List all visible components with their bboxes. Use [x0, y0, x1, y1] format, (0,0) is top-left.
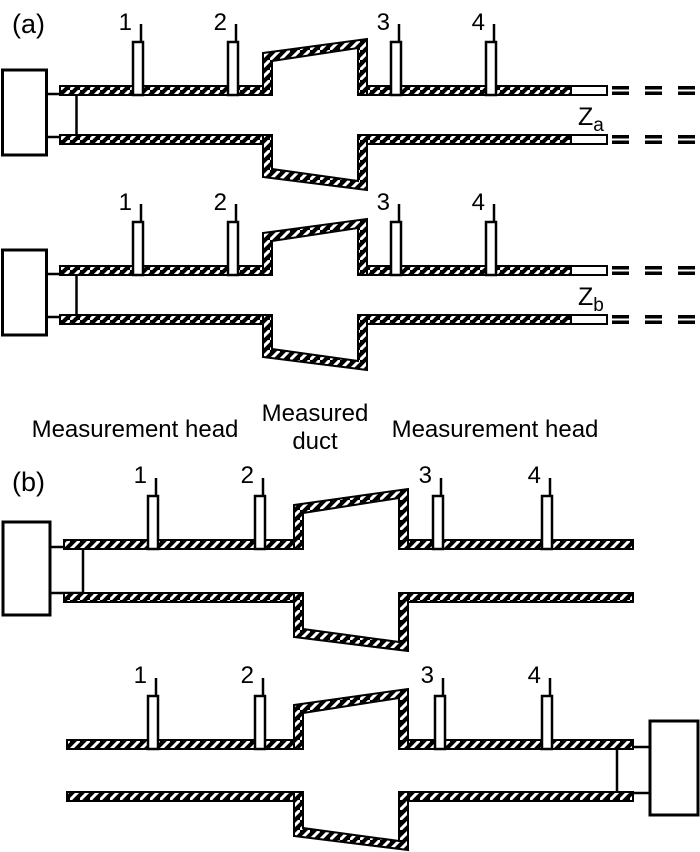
duct-wall-bottom-right [407, 592, 634, 603]
microphone-2 [226, 24, 240, 97]
microphone-1 [131, 204, 145, 277]
duct-wall-bottom-left [59, 314, 264, 325]
duct-wall-bottom-right [366, 314, 572, 325]
head-connector [45, 272, 78, 319]
microphone-1 [146, 678, 160, 751]
measured-duct-wall-bottom [293, 592, 409, 653]
panel-b-setup-2: 1 2 3 4 [66, 662, 700, 852]
mic-label-4: 4 [472, 189, 485, 216]
mic-label-1: 1 [134, 462, 147, 489]
head-connector [615, 745, 652, 795]
panel-a-setup-1: 1 2 3 4 Za [1, 9, 697, 192]
measured-duct-wall-bottom [262, 134, 368, 192]
caption-measured-duct-line1: Measured [262, 400, 369, 427]
microphone-1 [146, 478, 160, 551]
measured-duct-wall-top [293, 487, 409, 550]
mic-label-4: 4 [528, 662, 541, 689]
mic-label-4: 4 [528, 462, 541, 489]
impedance-label-za: Za [578, 103, 604, 136]
caption-measured-duct-line2: duct [292, 428, 338, 455]
microphone-2 [226, 204, 240, 277]
mic-label-2: 2 [241, 462, 254, 489]
microphone-4 [540, 678, 554, 751]
duct-wall-bottom-open-segment [570, 134, 608, 145]
measured-duct-wall-top [262, 37, 368, 96]
microphone-2 [253, 478, 267, 551]
mic-label-1: 1 [119, 9, 132, 36]
mic-label-2: 2 [241, 662, 254, 689]
head-connector [45, 92, 78, 139]
microphone-3 [389, 204, 403, 277]
mic-label-3: 3 [377, 189, 390, 216]
mic-label-4: 4 [472, 9, 485, 36]
mic-label-2: 2 [214, 9, 227, 36]
duct-wall-bottom-right [407, 791, 634, 802]
mic-label-3: 3 [421, 662, 434, 689]
microphone-4 [540, 478, 554, 551]
microphone-3 [389, 24, 403, 97]
measured-duct-wall-top [293, 687, 409, 750]
duct-wall-bottom-left [59, 134, 264, 145]
duct-wall-top-open-segment [570, 265, 608, 276]
microphone-2 [253, 678, 267, 751]
measured-duct-wall-bottom [262, 314, 368, 372]
mic-label-3: 3 [419, 462, 432, 489]
mic-label-1: 1 [119, 189, 132, 216]
duct-continuation-dashes [612, 266, 697, 324]
measured-duct-wall-top [262, 217, 368, 276]
panel-a-label: (a) [12, 9, 45, 39]
mic-label-1: 1 [134, 662, 147, 689]
panel-b-label: (b) [12, 467, 45, 497]
duct-wall-bottom-right [366, 134, 572, 145]
microphone-3 [431, 478, 445, 551]
panel-b-setup-1: 1 2 3 4 [1, 462, 634, 653]
duct-wall-bottom-open-segment [570, 314, 608, 325]
panel-a-setup-2: 1 2 3 4 Zb [1, 189, 697, 372]
duct-continuation-dashes [612, 86, 697, 144]
impedance-label-zb: Zb [578, 283, 604, 316]
mic-label-3: 3 [377, 9, 390, 36]
measurement-head-box [648, 719, 700, 817]
microphone-4 [484, 24, 498, 97]
microphone-3 [433, 678, 447, 751]
measurement-head-box [1, 248, 48, 337]
duct-wall-bottom-left [63, 592, 295, 603]
mic-label-2: 2 [214, 189, 227, 216]
measurement-head-box [1, 68, 48, 157]
duct-wall-top-open-segment [570, 85, 608, 96]
measured-duct-wall-bottom [293, 791, 409, 852]
caption-measurement-head-right: Measurement head [392, 416, 599, 443]
microphone-1 [131, 24, 145, 97]
caption-measurement-head-left: Measurement head [32, 416, 239, 443]
duct-wall-bottom-left [66, 791, 295, 802]
microphone-4 [484, 204, 498, 277]
head-connector [48, 545, 85, 595]
measurement-head-box [1, 520, 52, 617]
